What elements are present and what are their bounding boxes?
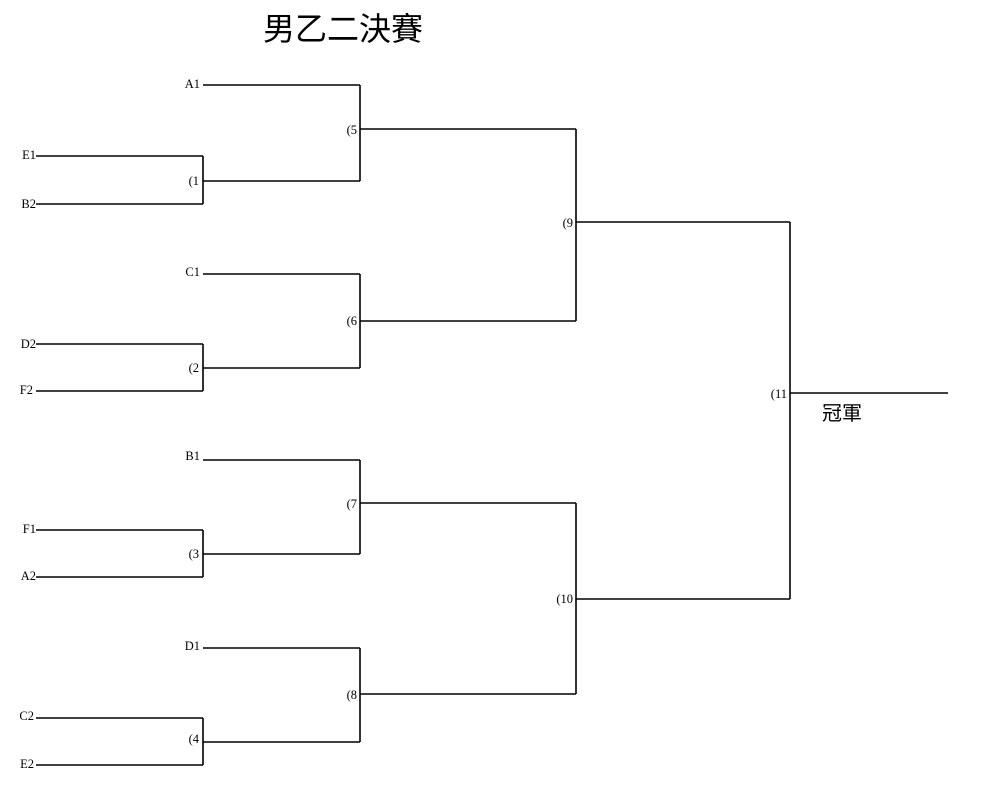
team-label-c2: C2 bbox=[19, 709, 34, 723]
bracket-title: 男乙二決賽 bbox=[263, 10, 423, 48]
match-label-6: (6 bbox=[347, 314, 357, 328]
team-label-f2: F2 bbox=[20, 383, 33, 397]
team-label-e1: E1 bbox=[22, 148, 36, 162]
team-label-b1: B1 bbox=[185, 449, 200, 463]
match-label-7: (7 bbox=[347, 497, 357, 511]
match-label-10: (10 bbox=[556, 592, 573, 606]
match-label-4: (4 bbox=[189, 732, 200, 746]
match-label-1: (1 bbox=[189, 174, 199, 188]
team-label-d1: D1 bbox=[185, 639, 200, 653]
match-label-11: (11 bbox=[771, 387, 787, 401]
match-label-5: (5 bbox=[347, 123, 357, 137]
team-label-f1: F1 bbox=[23, 522, 36, 536]
team-label-d2: D2 bbox=[21, 337, 36, 351]
match-label-8: (8 bbox=[347, 688, 357, 702]
team-label-b2: B2 bbox=[21, 197, 36, 211]
team-label-a1: A1 bbox=[185, 77, 200, 91]
team-label-c1: C1 bbox=[185, 265, 200, 279]
match-label-2: (2 bbox=[189, 361, 199, 375]
champion-label: 冠軍 bbox=[822, 401, 862, 425]
match-label-9: (9 bbox=[563, 216, 573, 230]
team-label-e2: E2 bbox=[20, 757, 34, 771]
match-label-3: (3 bbox=[189, 547, 199, 561]
team-label-a2: A2 bbox=[21, 569, 36, 583]
